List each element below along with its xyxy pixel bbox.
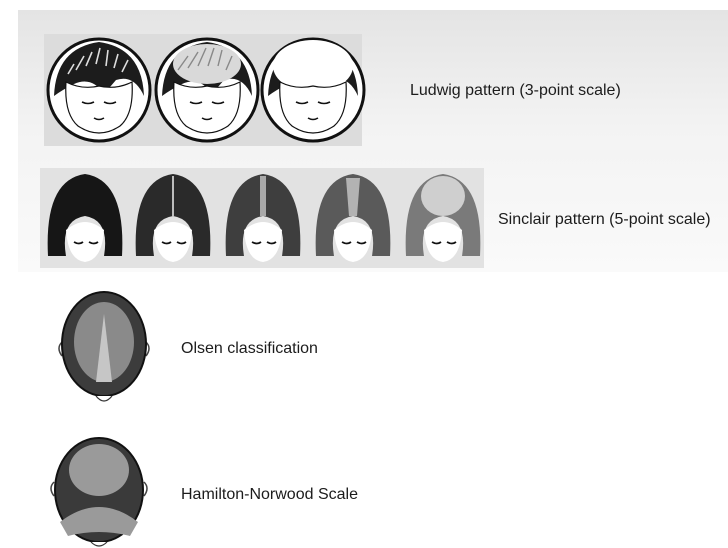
ludwig-label: Ludwig pattern (3-point scale) — [410, 82, 621, 100]
hamilton-norwood-label: Hamilton-Norwood Scale — [181, 486, 358, 504]
ludwig-stage-3-illustration — [258, 34, 368, 146]
olsen-label: Olsen classification — [181, 340, 318, 358]
olsen-head-illustration — [56, 292, 152, 408]
ludwig-stage-1-illustration — [44, 34, 154, 146]
sinclair-stage-1-illustration — [42, 170, 128, 266]
sinclair-stage-3-illustration — [220, 170, 306, 266]
ludwig-stage-2-illustration — [152, 34, 262, 146]
sinclair-label: Sinclair pattern (5-point scale) — [498, 211, 711, 229]
hamilton-norwood-head-illustration — [48, 436, 150, 548]
sinclair-stage-5-illustration — [400, 170, 486, 266]
sinclair-stage-4-illustration — [310, 170, 396, 266]
sinclair-stage-2-illustration — [130, 170, 216, 266]
